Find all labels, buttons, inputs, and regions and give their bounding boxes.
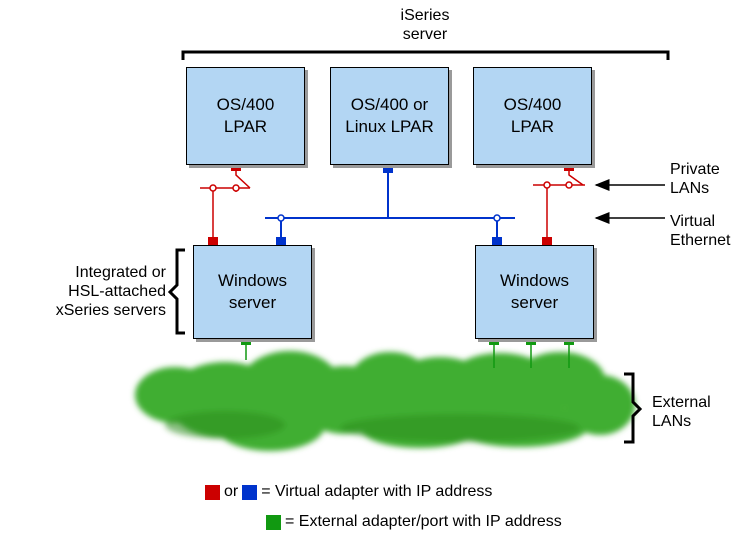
partition-box-os400-linux: OS/400 or Linux LPAR (330, 67, 449, 165)
external-lan-cloud (135, 351, 635, 451)
private-lan-right (533, 166, 585, 240)
junction-dot (209, 184, 217, 192)
partition-box-os400-right: OS/400 LPAR (473, 67, 592, 165)
external-adapter-green (564, 337, 574, 345)
windows-server-box-left: Windows server (193, 245, 312, 339)
legend-external-adapter: = External adapter/port with IP address (266, 512, 562, 532)
legend-virtual-adapter: or = Virtual adapter with IP address (205, 482, 492, 502)
external-lans-label: External LANs (652, 394, 711, 430)
legend-or-text: or (224, 483, 239, 500)
junction-dot (565, 181, 573, 189)
external-adapter-green (526, 337, 536, 345)
private-lan-left (200, 166, 251, 240)
virtual-ethernet-label: Virtual Ethernet (670, 213, 731, 249)
external-lans-bracket (624, 372, 643, 444)
junction-dot (543, 181, 551, 189)
junction-dots (209, 181, 573, 222)
legend-external-text: = External adapter/port with IP address (285, 513, 562, 530)
junction-dot (232, 184, 240, 192)
legend-green-swatch (266, 514, 281, 530)
legend-blue-swatch (242, 484, 258, 500)
virtual-adapter-blue (383, 164, 393, 173)
virtual-adapter-blue (276, 237, 286, 246)
virtual-adapter-red (231, 162, 241, 171)
external-adapter-green (241, 337, 251, 345)
partition-box-os400-left: OS/400 LPAR (186, 67, 305, 165)
external-adapter-green (489, 337, 499, 345)
virtual-adapter-red (564, 162, 574, 171)
virtual-adapter-blue (492, 237, 502, 246)
virtual-ethernet-bus (265, 172, 515, 240)
virtual-adapter-red (208, 237, 218, 246)
integrated-servers-bracket (167, 248, 185, 335)
windows-server-box-right: Windows server (475, 245, 594, 339)
iseries-server-label: iSeries server (400, 7, 450, 43)
pointer-arrows (594, 179, 665, 224)
junction-dot (493, 214, 501, 222)
iseries-bracket (181, 50, 670, 60)
integrated-servers-label: Integrated or HSL-attached xSeries serve… (55, 264, 166, 319)
legend-red-swatch (205, 484, 220, 500)
adapter-markers (208, 162, 574, 345)
legend-virtual-text: = Virtual adapter with IP address (261, 483, 493, 500)
virtual-adapter-red (542, 237, 552, 246)
private-lans-label: Private LANs (670, 161, 720, 197)
junction-dot (277, 214, 285, 222)
